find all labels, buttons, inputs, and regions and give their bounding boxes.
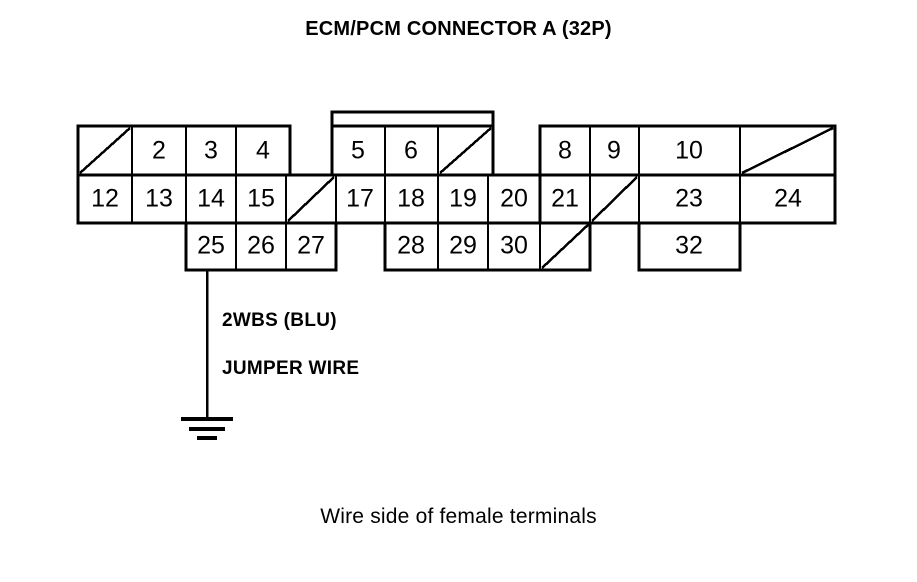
terminal-28: 28 (397, 232, 425, 260)
terminal-12: 12 (91, 185, 119, 213)
terminal-25: 25 (197, 232, 225, 260)
terminal-18: 18 (397, 185, 425, 213)
terminal-29: 29 (449, 232, 477, 260)
diagram-caption: Wire side of female terminals (320, 505, 597, 528)
terminal-6: 6 (404, 137, 418, 165)
terminal-13: 13 (145, 185, 173, 213)
terminal-4: 4 (256, 137, 270, 165)
blank-terminal-diagonals (79, 126, 834, 269)
terminal-8: 8 (558, 137, 572, 165)
blank-diagonal-11 (741, 126, 834, 175)
terminal-19: 19 (449, 185, 477, 213)
terminal-10: 10 (675, 137, 703, 165)
blank-diagonal-31 (541, 222, 591, 269)
row3-right-block (637, 221, 742, 272)
blank-diagonal-1 (79, 127, 131, 174)
row3-left-block (184, 221, 338, 272)
terminal-5: 5 (351, 137, 365, 165)
terminal-27: 27 (297, 232, 325, 260)
terminal-17: 17 (346, 185, 374, 213)
terminal-30: 30 (500, 232, 528, 260)
blank-diagonal-16 (287, 176, 335, 222)
blank-diagonal-22 (591, 176, 638, 222)
terminal-21: 21 (551, 185, 579, 213)
terminal-14: 14 (197, 185, 225, 213)
ecm-pcm-connector-a-graphic: 2 3 4 5 6 8 9 10 12 13 14 15 17 18 19 20… (76, 110, 837, 440)
terminal-2: 2 (152, 137, 166, 165)
terminal-32: 32 (675, 232, 703, 260)
terminal-15: 15 (247, 185, 275, 213)
row1-middle-block (330, 124, 495, 177)
jumper-wire-name-label: 2WBS (BLU) (222, 310, 337, 331)
terminal-numbers: 2 3 4 5 6 8 9 10 12 13 14 15 17 18 19 20… (91, 137, 802, 260)
terminal-9: 9 (607, 137, 621, 165)
ground-symbol (181, 417, 233, 440)
middle-block-raised-rim (330, 110, 495, 128)
page-title: ECM/PCM CONNECTOR A (32P) (305, 18, 612, 40)
blank-diagonal-7 (439, 127, 492, 174)
terminal-3: 3 (204, 137, 218, 165)
terminal-23: 23 (675, 185, 703, 213)
terminal-26: 26 (247, 232, 275, 260)
terminal-24: 24 (774, 185, 802, 213)
terminal-20: 20 (500, 185, 528, 213)
jumper-wire-type-label: JUMPER WIRE (222, 358, 360, 379)
